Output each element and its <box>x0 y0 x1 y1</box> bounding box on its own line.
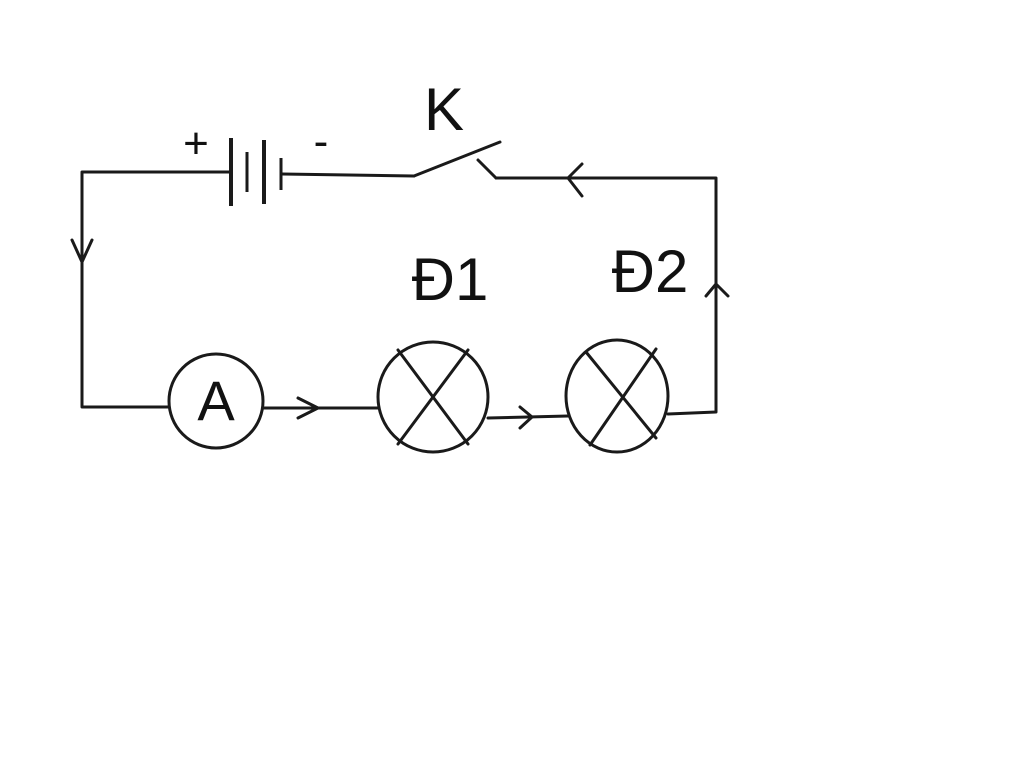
switch-blade <box>412 140 502 178</box>
lamp-d1: Đ1 <box>376 246 490 454</box>
wire-left <box>80 170 232 409</box>
arrow-up-icon <box>704 282 730 298</box>
ammeter: A <box>167 352 265 450</box>
battery-minus-label: - <box>314 117 329 166</box>
arrow-down-icon <box>70 238 94 264</box>
switch-contact <box>476 158 498 180</box>
arrow-right-icon <box>518 405 534 430</box>
wire-lamp1-to-lamp2 <box>486 414 570 420</box>
battery-plus-label: + <box>183 119 209 168</box>
switch-k: K <box>412 76 502 180</box>
lamp-d2-label: Đ2 <box>612 238 689 305</box>
current-arrows <box>70 162 730 430</box>
lamp-d1-cross-b <box>396 348 470 446</box>
lamp-d1-label: Đ1 <box>412 246 489 313</box>
wire-battery-to-switch <box>280 172 416 178</box>
arrow-right-icon <box>296 396 320 420</box>
arrow-left-icon <box>566 162 584 198</box>
wire-right <box>494 176 718 416</box>
lamp-d2-cross-b <box>584 350 658 440</box>
battery: + - <box>183 117 328 206</box>
ammeter-circle <box>167 352 265 450</box>
wires <box>80 170 718 420</box>
ammeter-label: A <box>197 369 235 432</box>
lamp-d2: Đ2 <box>564 238 689 454</box>
switch-label: K <box>424 76 464 143</box>
